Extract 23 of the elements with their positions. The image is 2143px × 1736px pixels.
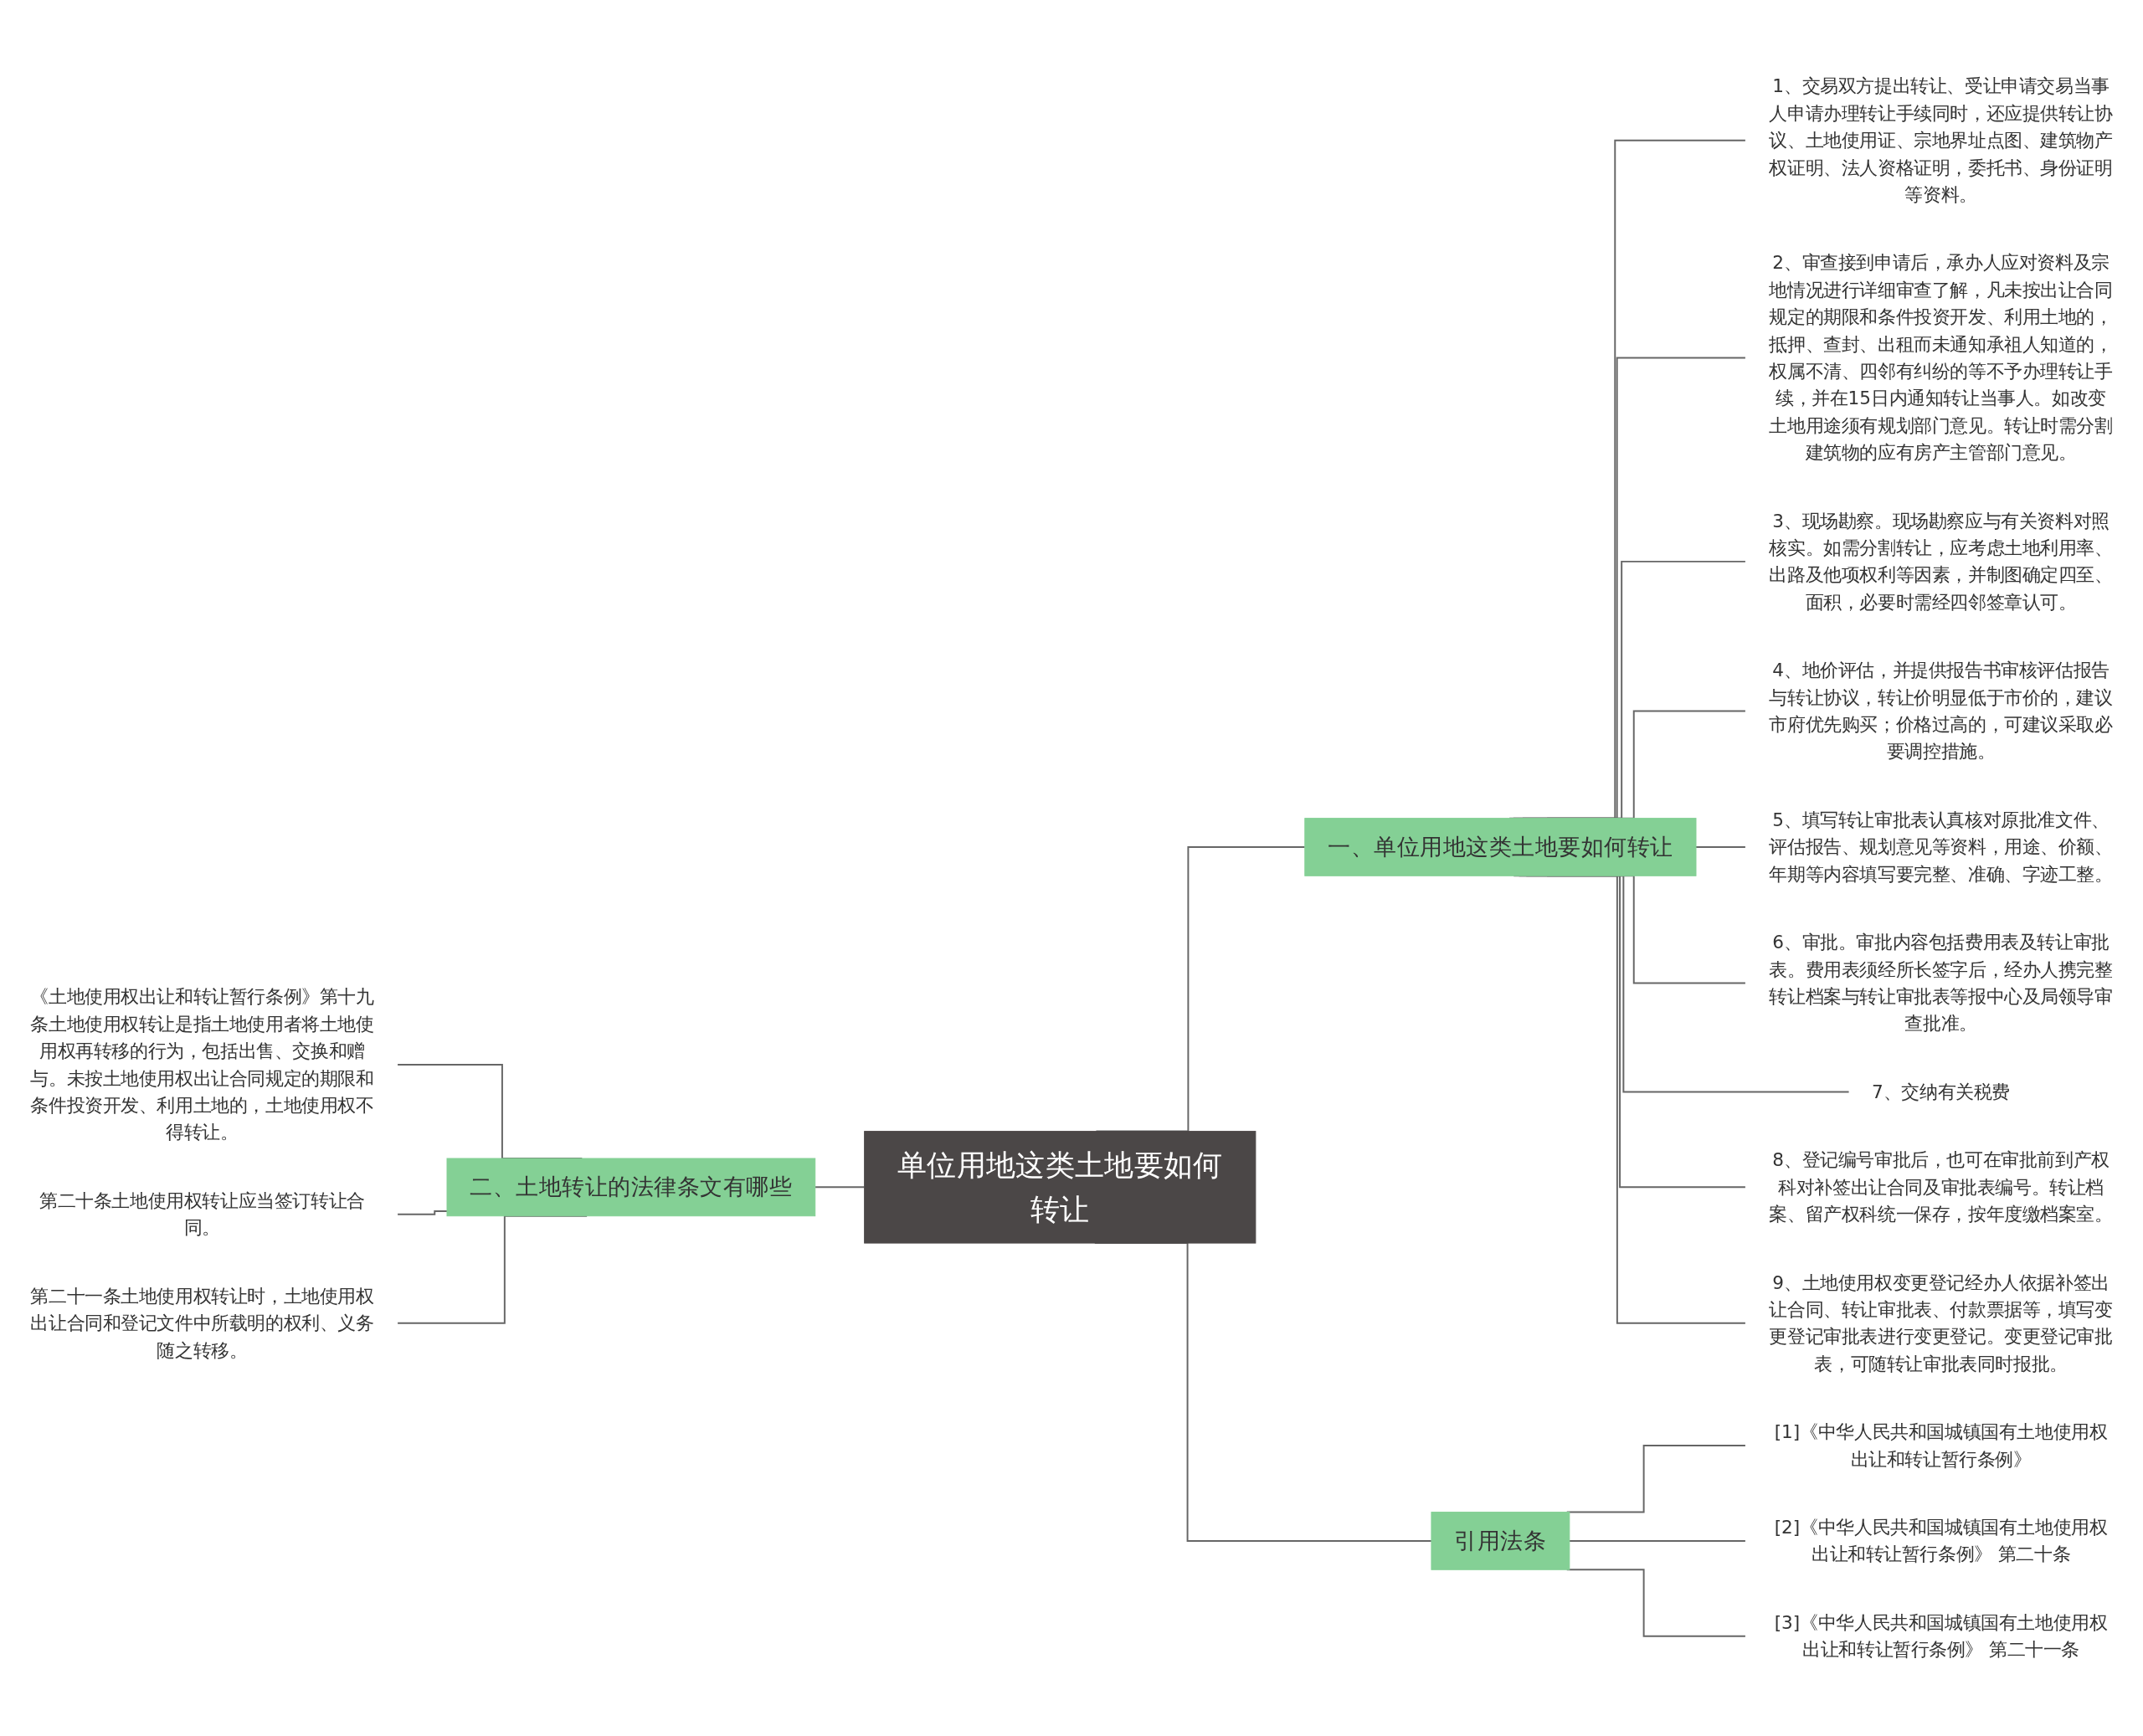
connector xyxy=(397,1210,448,1215)
node-box: 引用法条 xyxy=(1431,1512,1570,1570)
connector xyxy=(1568,1539,1746,1542)
node-text: 8、登记编号审批后，也可在审批前到产权科对补签出让合同及审批表编号。转让档案、留产权科统一保存，按年度缴档案室。 xyxy=(1769,1149,2113,1225)
node-text: 第二十条土地使用权转让应当签订转让合同。 xyxy=(39,1190,365,1239)
node-text: [2]《中华人民共和国城镇国有土地使用权出让和转让暂行条例》 第二十条 xyxy=(1774,1517,2108,1565)
connector xyxy=(1695,846,1746,848)
node-text: [1]《中华人民共和国城镇国有土地使用权出让和转让暂行条例》 xyxy=(1774,1421,2108,1470)
node-text: 《土地使用权出让和转让暂行条例》第十九条土地使用权转让是指土地使用者将土地使用权再转移的行为，包括出售、交换和赠与。未按土地使用权出让合同规定的期限和条件投资开发、利用土地的，土地使用权不得转让。 xyxy=(30,986,374,1143)
node-text: 9、土地使用权变更登记经办人依据补签出让合同、转让审批表、付款票据等，填写变更登记审批表进行变更登记。变更登记审批表，可随转让审批表同时报批。 xyxy=(1769,1271,2113,1374)
node-box: 一、单位用地这类土地要如何转让 xyxy=(1304,818,1697,876)
node-text: [3]《中华人民共和国城镇国有土地使用权出让和转让暂行条例》 第二十一条 xyxy=(1774,1612,2108,1661)
node-box: 单位用地这类土地要如何转让 xyxy=(864,1131,1257,1244)
node-text: 4、地价评估，并提供报告书审核评估报告与转让协议，转让价明显低于市价的，建议市府优先购买；价格过高的，可建议采取必要调控措施。 xyxy=(1769,660,2113,763)
node-text: 2、审查接到申请后，承办人应对资料及宗地情况进行详细审查了解，凡未按出让合同规定的期限和条件投资开发、利用土地的，抵押、查封、出租而未通知承祖人知道的，权属不清、四邻有纠纷的等不予办理转让手续，并在15日内通知转让当事人。如改变土地用途须有规划部门意见。转让时需分割建筑物的应有房产主管部门意见。 xyxy=(1769,252,2113,464)
node-text: 6、审批。审批内容包括费用表及转让审批表。费用表须经所长签字后，经办人携完整转让档案与转让审批表等报中心及局领导审查批准。 xyxy=(1769,932,2113,1035)
node-box: 二、土地转让的法律条文有哪些 xyxy=(446,1158,816,1217)
connector xyxy=(814,1186,866,1189)
node-text: 7、交纳有关税费 xyxy=(1872,1081,2010,1102)
node-text: 3、现场勘察。现场勘察应与有关资料对照核实。如需分割转让，应考虑土地利用率、出路及他项权利等因素，并制图确定四至、面积，必要时需经四邻签章认可。 xyxy=(1769,511,2113,613)
node-text: 第二十一条土地使用权转让时，土地使用权出让合同和登记文件中所载明的权利、义务随之转移。 xyxy=(30,1286,374,1361)
node-text: 5、填写转让审批表认真核对原批准文件、评估报告、规划意见等资料，用途、价额、年期等内容填写要完整、准确、字迹工整。 xyxy=(1769,809,2113,885)
node-text: 1、交易双方提出转让、受让申请交易当事人申请办理转让手续同时，还应提供转让协议、土地使用证、宗地界址点图、建筑物产权证明、法人资格证明，委托书、身份证明等资料。 xyxy=(1769,75,2113,205)
